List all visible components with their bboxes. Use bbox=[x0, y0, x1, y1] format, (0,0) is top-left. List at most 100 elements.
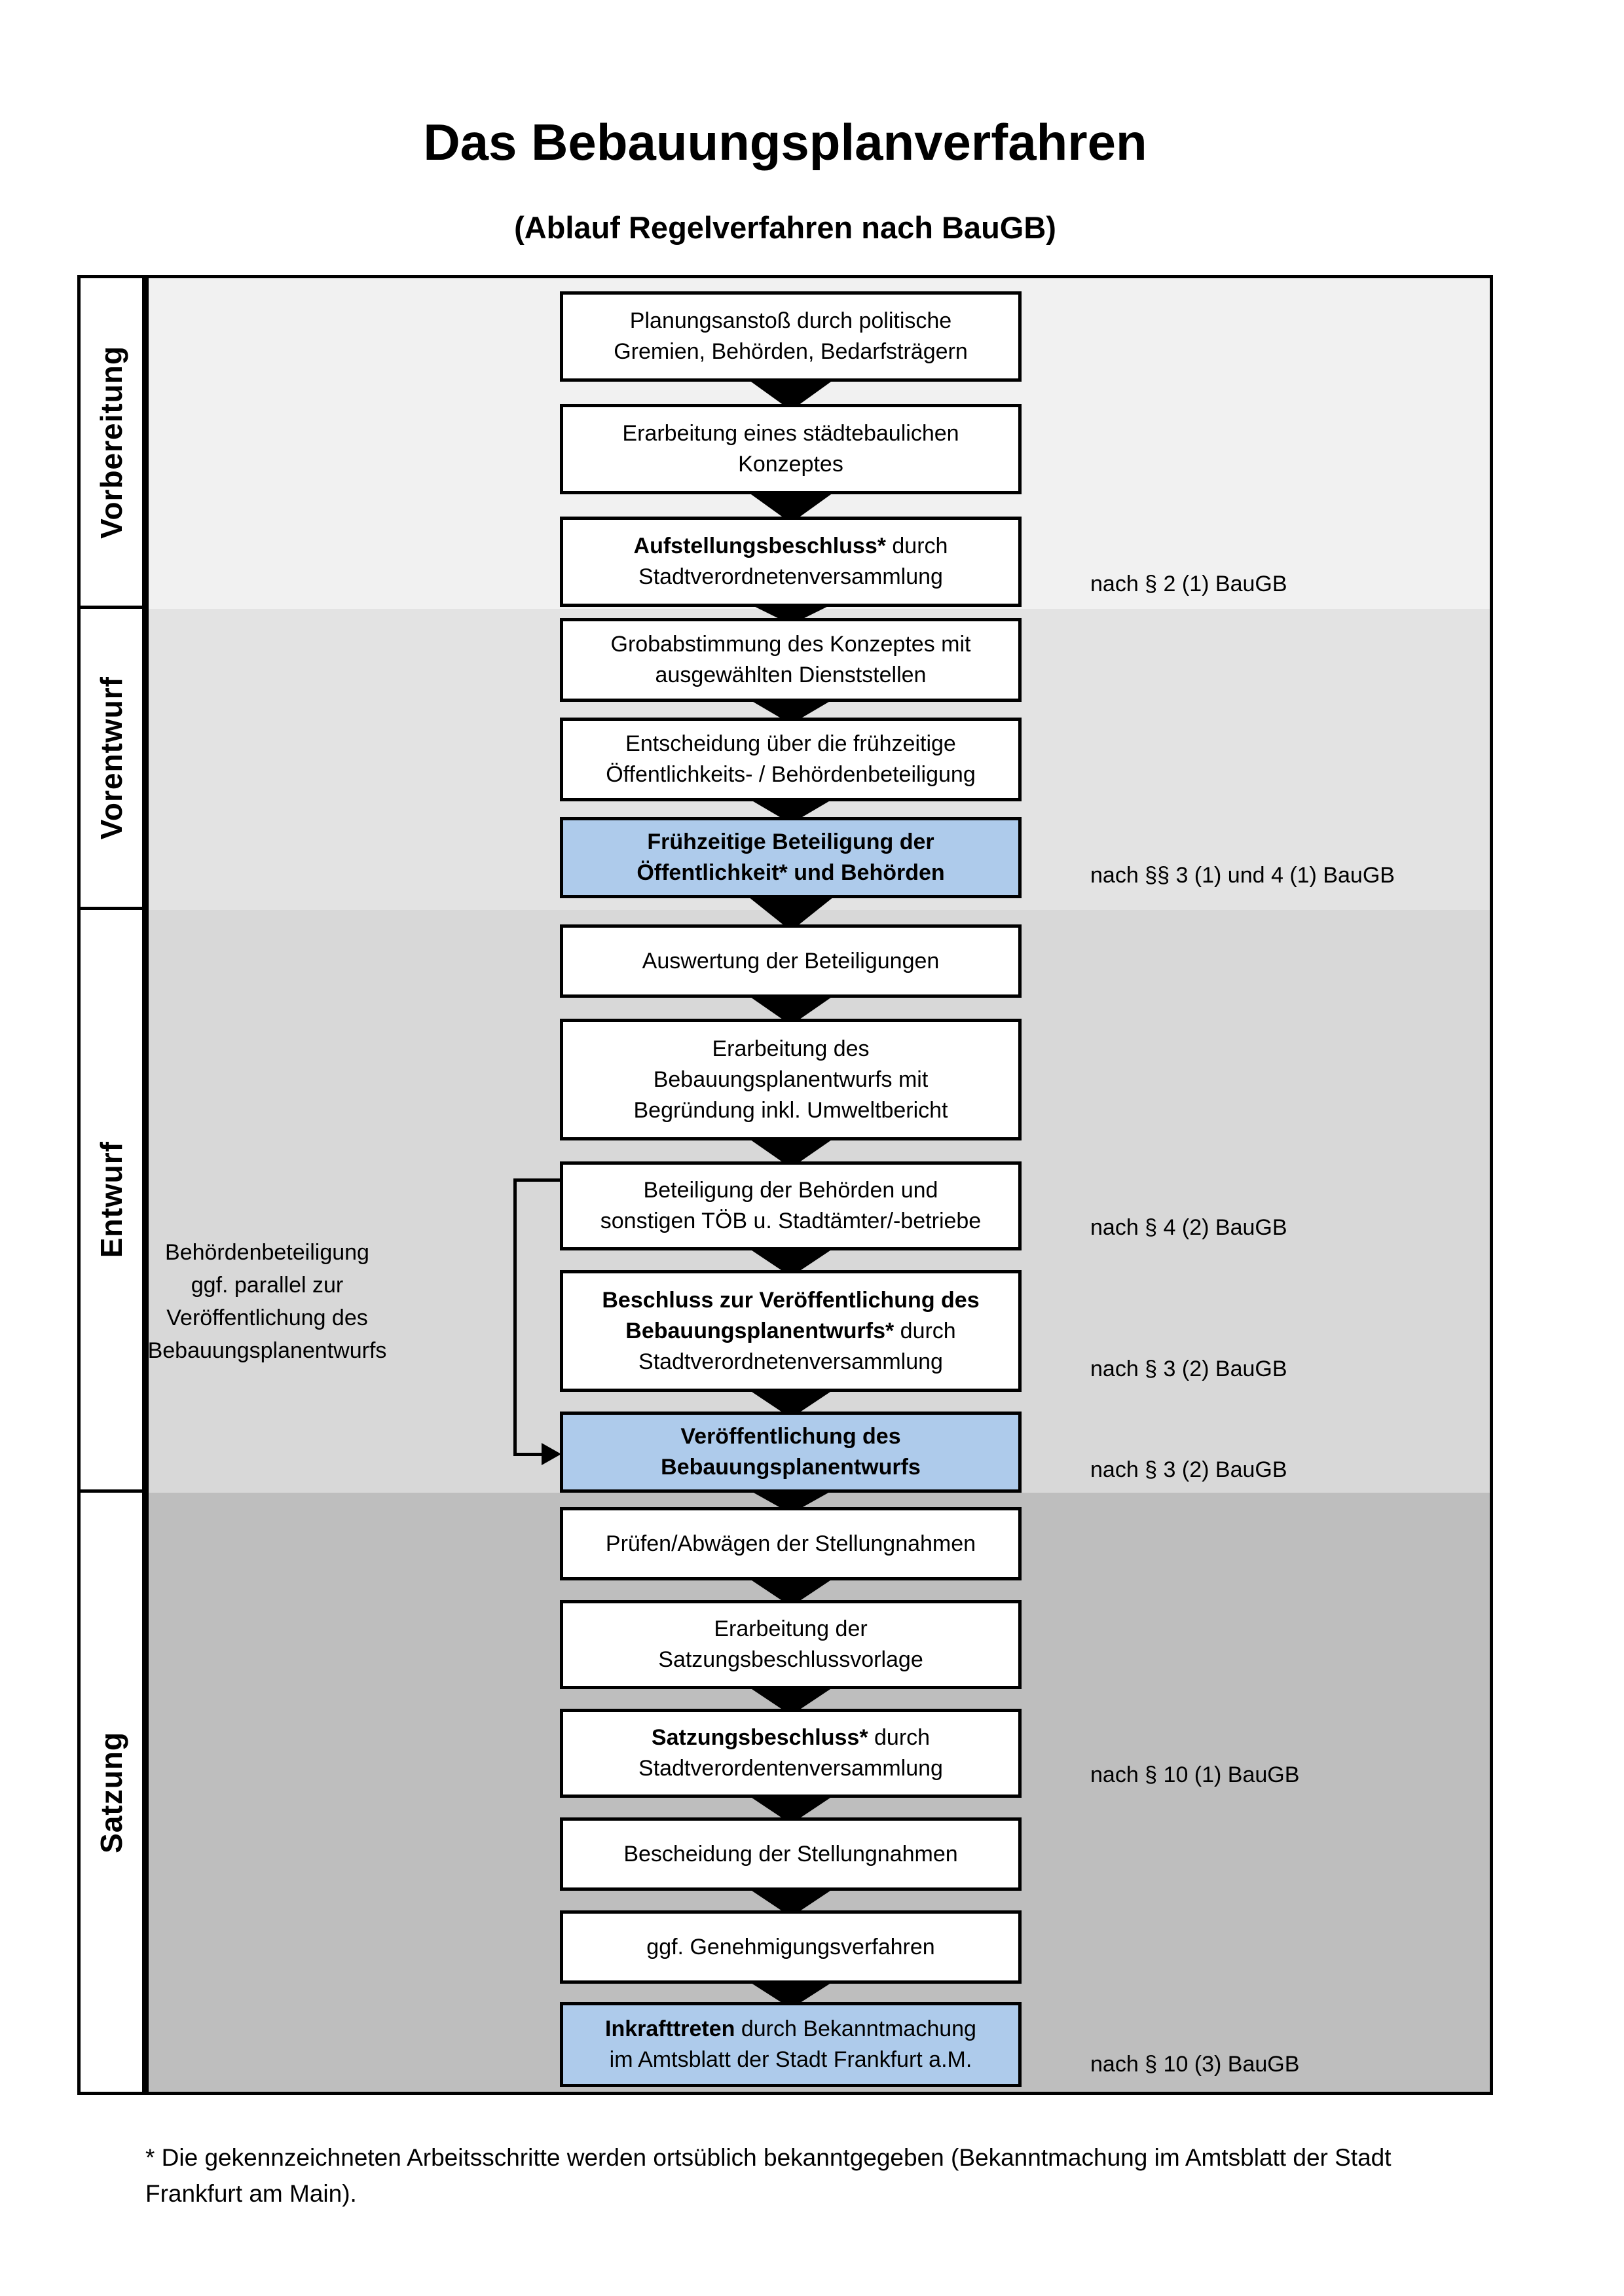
flow-step-text: Beteiligung der Behörden und bbox=[643, 1178, 938, 1203]
connector-right-arrow-icon bbox=[542, 1443, 561, 1465]
flow-step-text-line: Stadtverordnetenversammlung bbox=[638, 562, 943, 592]
flow-step-text: Konzeptes bbox=[738, 452, 843, 477]
flow-step-text-line: Aufstellungsbeschluss* durch bbox=[634, 531, 948, 562]
flow-step-text: Öffentlichkeits- / Behördenbeteiligung bbox=[606, 762, 976, 787]
phase-label: Vorbereitung bbox=[94, 345, 128, 539]
flow-step-text: Aufstellungsbeschluss* bbox=[633, 534, 886, 558]
flow-step-text-line: Bescheidung der Stellungnahmen bbox=[623, 1839, 957, 1870]
flow-step-text-line: Veröffentlichung des bbox=[680, 1421, 900, 1452]
flow-step-text-line: Satzungsbeschluss* durch bbox=[652, 1722, 930, 1753]
flow-step-text-line: Frühzeitige Beteiligung der bbox=[647, 827, 934, 858]
flow-step-text: Entscheidung über die frühzeitige bbox=[625, 731, 956, 756]
flow-step-text: Bebauungsplanentwurfs mit bbox=[653, 1066, 929, 1092]
flow-step-text-line: Beschluss zur Veröffentlichung des bbox=[602, 1285, 979, 1316]
flow-step-text-line: Bebauungsplanentwurfs mit bbox=[654, 1065, 929, 1095]
flow-step-text-line: Grobabstimmung des Konzeptes mit bbox=[611, 629, 971, 660]
flow-step-16: ggf. Genehmigungsverfahren bbox=[560, 1910, 1022, 1984]
flow-step-text: ggf. Genehmigungsverfahren bbox=[646, 1934, 935, 1959]
flow-step-text: Planungsanstoß durch politische bbox=[629, 308, 952, 333]
flow-step-text-line: Öffentlichkeit* und Behörden bbox=[637, 858, 944, 888]
flow-step-text-line: ausgewählten Dienststellen bbox=[655, 660, 927, 691]
flow-step-text: ausgewählten Dienststellen bbox=[655, 663, 927, 687]
side-note-line: ggf. parallel zur bbox=[191, 1273, 344, 1298]
side-note-line: Behördenbeteiligung bbox=[165, 1240, 369, 1265]
flow-step-text: sonstigen TÖB u. Stadtämter/-betriebe bbox=[600, 1209, 982, 1233]
footnote-line2: Frankfurt am Main). bbox=[145, 2180, 357, 2207]
connector-line-top bbox=[513, 1178, 561, 1182]
flow-step-text: Erarbeitung des bbox=[712, 1036, 870, 1061]
flow-step-text-line: Auswertung der Beteiligungen bbox=[642, 946, 940, 977]
flow-step-text-line: Beteiligung der Behörden und bbox=[644, 1175, 938, 1206]
flow-step-text: Stadtverordnetenversammlung bbox=[638, 564, 943, 589]
flow-step-text-line: Öffentlichkeits- / Behördenbeteiligung bbox=[606, 759, 976, 790]
phase-cell-1: Vorbereitung bbox=[77, 275, 145, 609]
flow-step-text-line: Bebauungsplanentwurfs* durch bbox=[625, 1316, 955, 1347]
flow-step-text: Auswertung der Beteiligungen bbox=[642, 948, 940, 974]
flow-step-text: Prüfen/Abwägen der Stellungnahmen bbox=[605, 1531, 976, 1556]
connector-line-vertical bbox=[513, 1178, 517, 1456]
flow-step-text-line: Satzungsbeschlussvorlage bbox=[658, 1645, 923, 1675]
flow-step-text: durch bbox=[868, 1725, 931, 1750]
page-title: Das Bebauungsplanverfahren bbox=[423, 113, 1147, 171]
side-note-line: Veröffentlichung des bbox=[166, 1305, 368, 1330]
law-reference: nach § 2 (1) BauGB bbox=[1090, 572, 1287, 596]
flow-step-text-line: Planungsanstoß durch politische bbox=[630, 306, 951, 337]
flow-step-text-line: sonstigen TÖB u. Stadtämter/-betriebe bbox=[600, 1206, 981, 1237]
flow-step-text-line: Begründung inkl. Umweltbericht bbox=[633, 1095, 948, 1126]
flow-step-text: Bebauungsplanentwurfs bbox=[661, 1455, 921, 1480]
flow-step-text: Grobabstimmung des Konzeptes mit bbox=[610, 632, 971, 657]
flow-step-text: Beschluss zur Veröffentlichung des bbox=[602, 1287, 980, 1313]
side-note-line: Bebauungsplanentwurfs bbox=[147, 1338, 387, 1363]
law-reference: nach § 3 (2) BauGB bbox=[1090, 1457, 1287, 1482]
connector-line-bottom bbox=[513, 1453, 545, 1456]
flow-step-4: Grobabstimmung des Konzeptes mit ausgewäh… bbox=[560, 618, 1022, 702]
flow-step-text-line: Bebauungsplanentwurfs bbox=[661, 1452, 921, 1483]
flow-step-text: im Amtsblatt der Stadt Frankfurt a.M. bbox=[609, 2047, 972, 2072]
flow-step-text-line: Erarbeitung der bbox=[714, 1614, 867, 1645]
law-reference: nach § 10 (1) BauGB bbox=[1090, 1762, 1300, 1787]
flow-step-text-line: Gremien, Behörden, Bedarfsträgern bbox=[614, 337, 968, 367]
phase-label: Vorentwurf bbox=[94, 676, 128, 840]
page-subtitle: (Ablauf Regelverfahren nach BauGB) bbox=[514, 210, 1056, 245]
flow-step-text-line: Stadtverordentenversammlung bbox=[638, 1753, 943, 1784]
flow-step-text-line: Erarbeitung des bbox=[712, 1034, 869, 1065]
flow-step-text-line: Entscheidung über die frühzeitige bbox=[625, 729, 956, 759]
flow-step-7: Auswertung der Beteiligungen bbox=[560, 924, 1022, 998]
flow-step-text: durch bbox=[885, 534, 948, 558]
flow-step-text-line: im Amtsblatt der Stadt Frankfurt a.M. bbox=[610, 2045, 972, 2075]
footnote-line1: * Die gekennzeichneten Arbeitsschritte w… bbox=[145, 2144, 1392, 2171]
phase-cell-4: Satzung bbox=[77, 1489, 145, 2095]
phase-cell-2: Vorentwurf bbox=[77, 606, 145, 910]
flow-step-text: Inkrafttreten bbox=[605, 2016, 735, 2041]
flow-step-12: Prüfen/Abwägen der Stellungnahmen bbox=[560, 1507, 1022, 1580]
flow-step-text: durch Bekanntmachung bbox=[735, 2016, 976, 2041]
law-reference: nach §§ 3 (1) und 4 (1) BauGB bbox=[1090, 863, 1395, 888]
phase-label: Satzung bbox=[94, 1731, 128, 1853]
flow-step-text: Satzungsbeschluss* bbox=[651, 1725, 868, 1750]
flow-step-text: Bebauungsplanentwurfs* bbox=[625, 1318, 895, 1343]
flow-step-text-line: Inkrafttreten durch Bekanntmachung bbox=[605, 2014, 976, 2045]
flow-step-text: Veröffentlichung des bbox=[680, 1424, 901, 1449]
law-reference: nach § 3 (2) BauGB bbox=[1090, 1357, 1287, 1381]
phase-label: Entwurf bbox=[94, 1141, 128, 1258]
flow-step-text-line: Erarbeitung eines städtebaulichen bbox=[622, 418, 959, 449]
flow-step-text-line: Prüfen/Abwägen der Stellungnahmen bbox=[606, 1529, 976, 1559]
flow-step-9: Beteiligung der Behörden und sonstigen TÖ… bbox=[560, 1161, 1022, 1250]
flow-step-text: Begründung inkl. Umweltbericht bbox=[633, 1097, 948, 1123]
phase-cell-3: Entwurf bbox=[77, 907, 145, 1493]
flow-step-15: Bescheidung der Stellungnahmen bbox=[560, 1817, 1022, 1891]
flow-step-text: Erarbeitung eines städtebaulichen bbox=[622, 421, 959, 446]
flow-step-text: Frühzeitige Beteiligung der bbox=[647, 829, 934, 854]
footnote: * Die gekennzeichneten Arbeitsschritte w… bbox=[145, 2140, 1553, 2212]
